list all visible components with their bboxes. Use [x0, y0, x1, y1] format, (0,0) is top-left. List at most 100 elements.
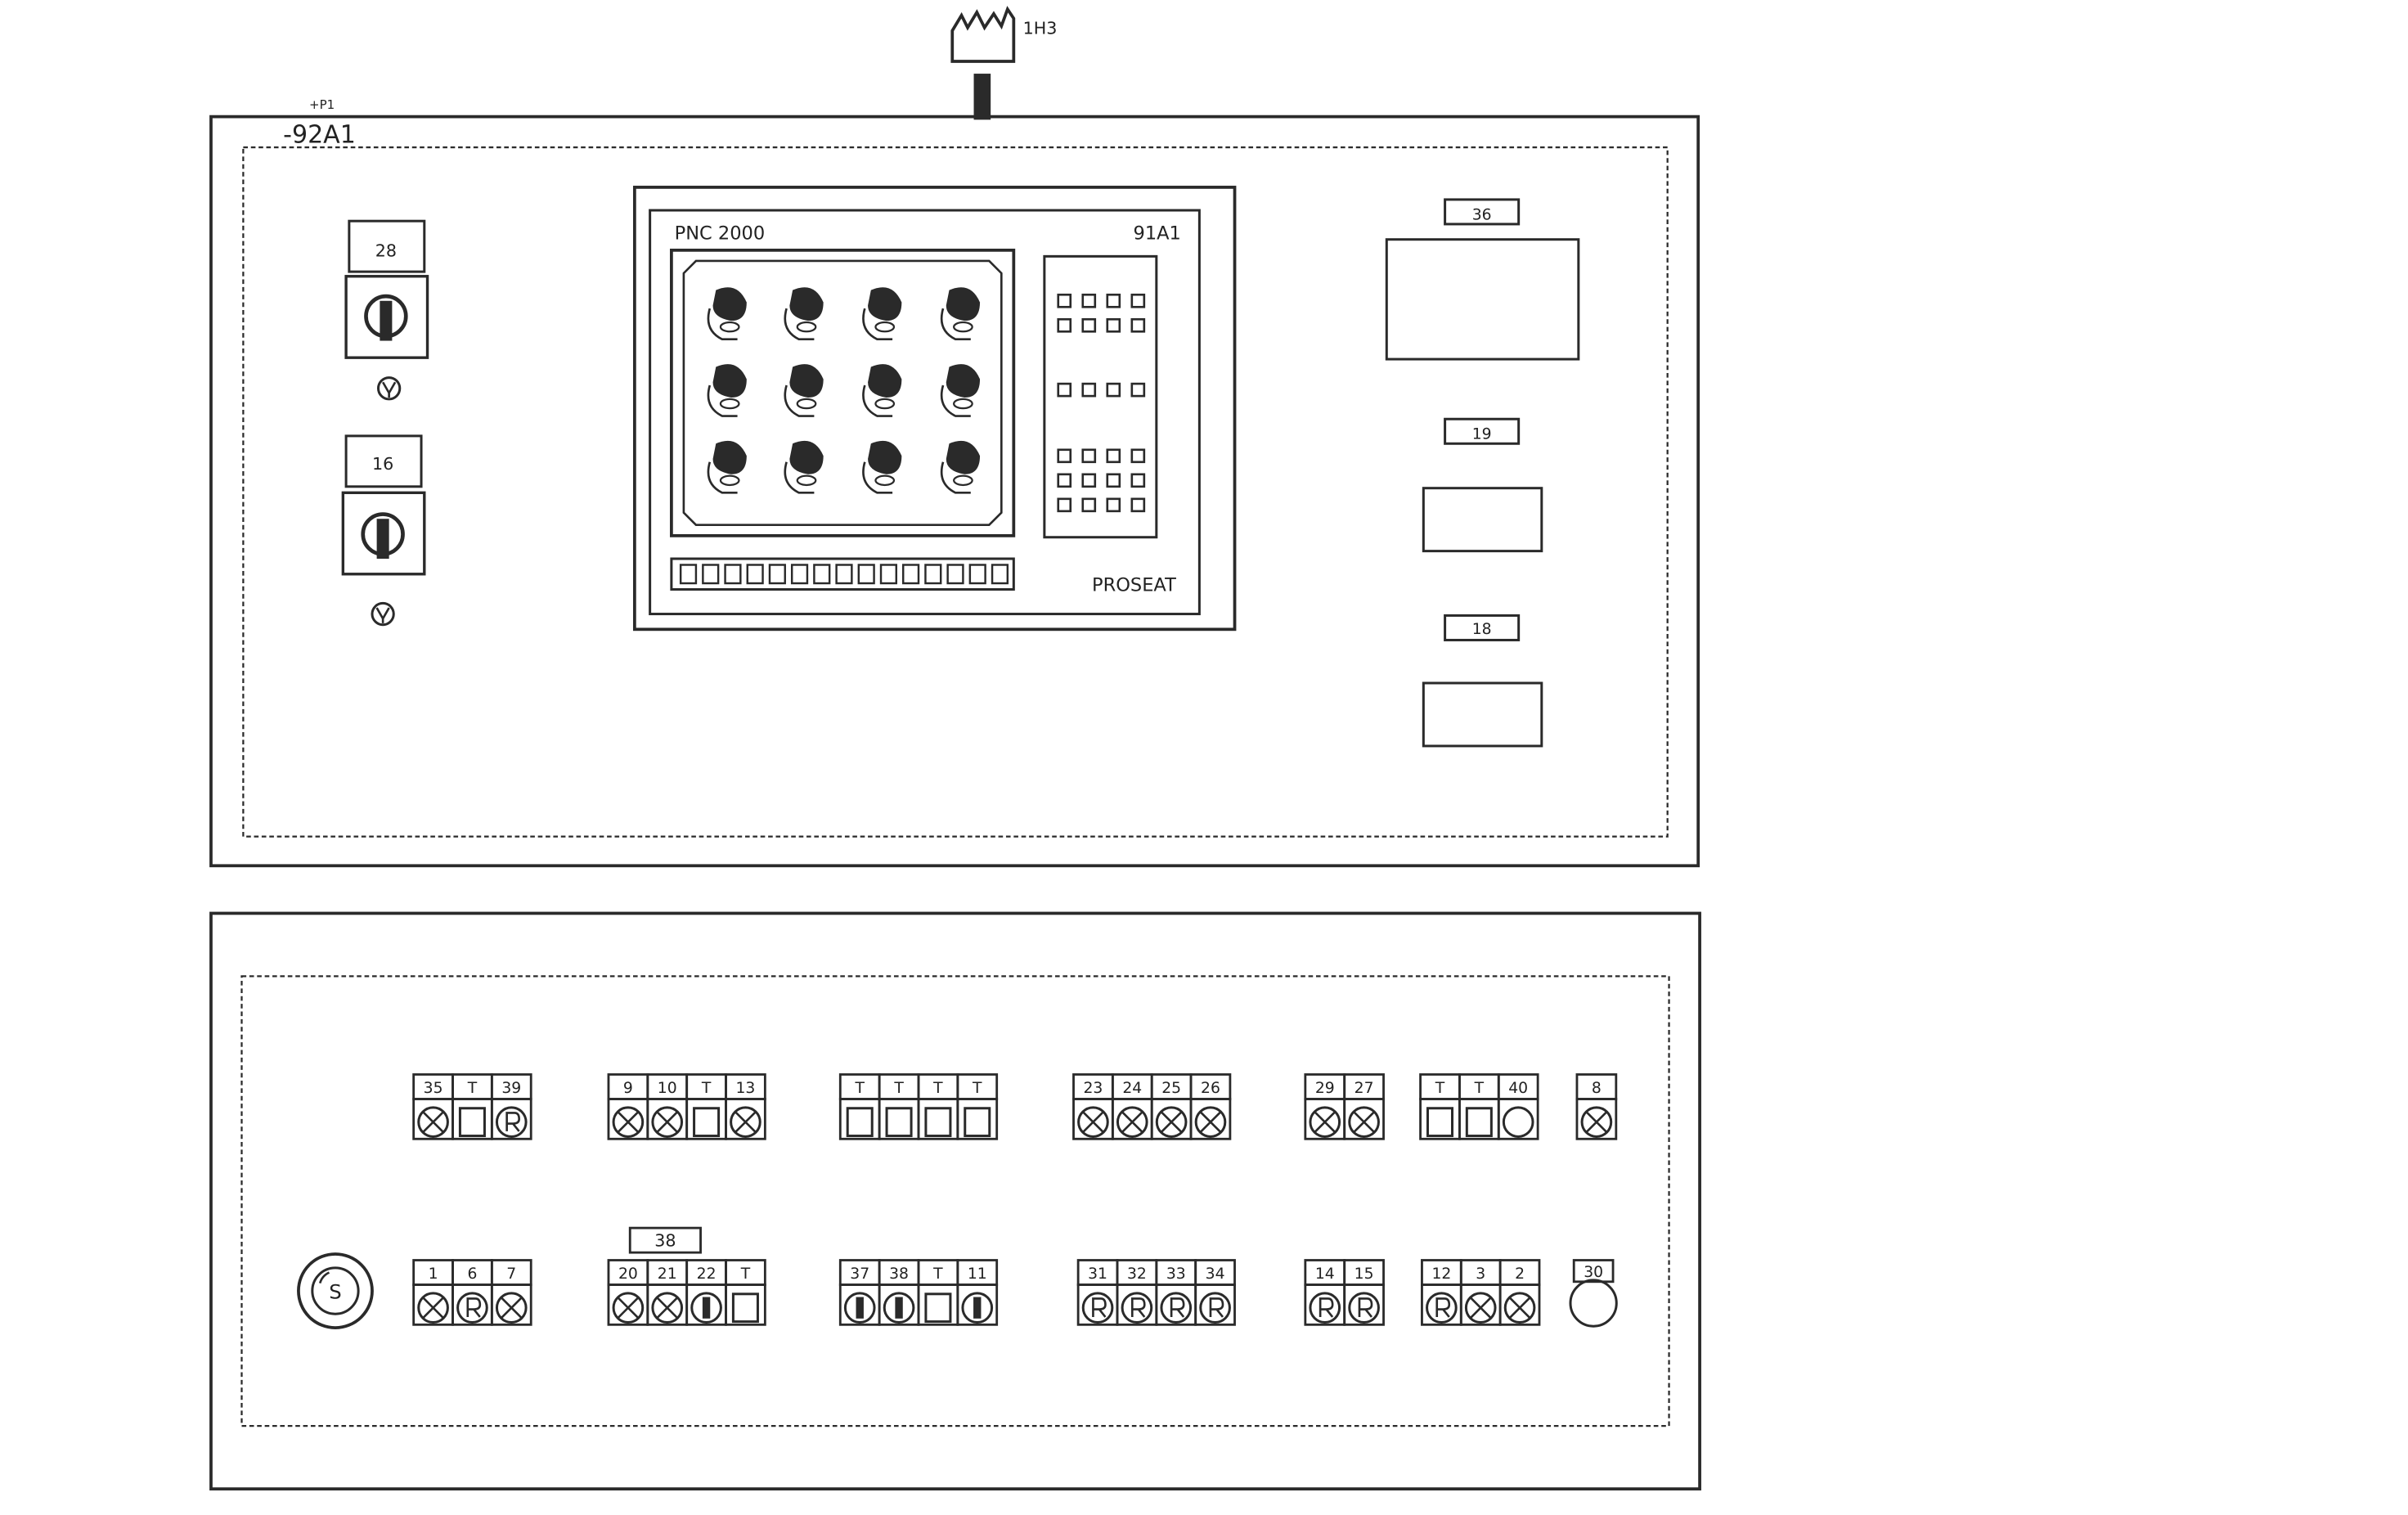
display-19: 19	[1422, 417, 1543, 553]
status-led-strip	[670, 557, 1015, 591]
control-cell-25[interactable]: 25	[1150, 1073, 1193, 1140]
lamp-symbol	[651, 1292, 684, 1324]
unit-model: PNC 2000	[675, 223, 766, 245]
keypad-key[interactable]	[1130, 473, 1146, 488]
keypad-key[interactable]	[1130, 497, 1146, 513]
lamp-symbol	[1580, 1106, 1613, 1138]
cell-label: 35	[424, 1080, 443, 1097]
key-switch-28[interactable]: 28	[344, 219, 429, 401]
control-cell-38[interactable]: 38	[878, 1259, 920, 1326]
key-switch-16[interactable]: 16	[341, 434, 426, 627]
status-led	[724, 564, 742, 585]
seat-symbol-icon	[784, 287, 824, 340]
status-led	[968, 564, 986, 585]
keypad-key[interactable]	[1057, 497, 1072, 513]
r-symbol	[1121, 1292, 1153, 1324]
control-cell-2[interactable]: 2	[1498, 1259, 1541, 1326]
control-cell-T[interactable]: T	[838, 1073, 881, 1140]
keypad-key[interactable]	[1106, 382, 1121, 398]
keypad-key[interactable]	[1106, 293, 1121, 308]
control-cell-20[interactable]: 20	[607, 1259, 649, 1326]
keypad-key[interactable]	[1057, 317, 1072, 333]
keypad-key[interactable]	[1130, 382, 1146, 398]
keypad-key[interactable]	[1106, 497, 1121, 513]
control-cell-3[interactable]: 3	[1459, 1259, 1502, 1326]
control-cell-T[interactable]: T	[452, 1073, 493, 1140]
keypad-key[interactable]	[1057, 473, 1072, 488]
keypad-key[interactable]	[1057, 382, 1072, 398]
group-top-label-text: 38	[654, 1231, 676, 1251]
emergency-stop-label: S	[329, 1279, 341, 1303]
control-cell-15[interactable]: 15	[1343, 1259, 1385, 1326]
keypad-key[interactable]	[1130, 448, 1146, 464]
control-cell-37[interactable]: 37	[838, 1259, 881, 1326]
seat-symbol-icon	[707, 287, 747, 340]
control-cell-7[interactable]: 7	[490, 1259, 532, 1326]
seat-symbol-icon	[784, 364, 824, 417]
keypad-key[interactable]	[1081, 382, 1097, 398]
control-cell-T[interactable]: T	[878, 1073, 920, 1140]
control-cell-10[interactable]: 10	[646, 1073, 689, 1140]
keypad-key[interactable]	[1106, 448, 1121, 464]
keypad-key[interactable]	[1057, 293, 1072, 308]
control-cell-T[interactable]: T	[956, 1073, 999, 1140]
status-led	[991, 564, 1009, 585]
control-cell-T[interactable]: T	[1458, 1073, 1500, 1140]
control-cell-T[interactable]: T	[917, 1259, 959, 1326]
control-cell-34[interactable]: 34	[1194, 1259, 1236, 1326]
control-cell-T[interactable]: T	[1419, 1073, 1461, 1140]
control-cell-35[interactable]: 35	[412, 1073, 454, 1140]
status-led	[768, 564, 786, 585]
control-cell-33[interactable]: 33	[1155, 1259, 1197, 1326]
cell-label: T	[467, 1080, 478, 1097]
keypad-key[interactable]	[1081, 293, 1097, 308]
keypad-key[interactable]	[1130, 293, 1146, 308]
control-cell-11[interactable]: 11	[956, 1259, 999, 1326]
keypad-key[interactable]	[1081, 317, 1097, 333]
control-cell-1[interactable]: 1	[412, 1259, 454, 1326]
button-symbol	[1465, 1107, 1493, 1138]
r-symbol	[456, 1292, 488, 1324]
control-cell-14[interactable]: 14	[1304, 1259, 1346, 1326]
circle-symbol	[1502, 1106, 1534, 1138]
control-cell-24[interactable]: 24	[1111, 1073, 1153, 1140]
control-cell-8[interactable]: 8	[1575, 1073, 1618, 1140]
control-cell-31[interactable]: 31	[1076, 1259, 1119, 1326]
cell-label: T	[701, 1080, 712, 1097]
control-cell-6[interactable]: 6	[452, 1259, 493, 1326]
control-cell-27[interactable]: 27	[1343, 1073, 1385, 1140]
group-top-label: 38	[628, 1226, 702, 1254]
cell-label: 1	[429, 1265, 438, 1283]
control-cell-29[interactable]: 29	[1304, 1073, 1346, 1140]
control-cell-39[interactable]: 39	[490, 1073, 532, 1140]
control-cell-21[interactable]: 21	[646, 1259, 689, 1326]
control-cell-40[interactable]: 40	[1497, 1073, 1539, 1140]
keypad-key[interactable]	[1106, 317, 1121, 333]
location-label: +P1	[309, 97, 335, 112]
display-36: 36	[1385, 198, 1580, 361]
keypad-key[interactable]	[1081, 473, 1097, 488]
control-cell-26[interactable]: 26	[1189, 1073, 1232, 1140]
control-cell-T[interactable]: T	[725, 1259, 766, 1326]
keypad-key[interactable]	[1081, 497, 1097, 513]
emergency-stop-button[interactable]: S	[297, 1252, 374, 1329]
control-cell-22[interactable]: 22	[685, 1259, 727, 1326]
control-cell-12[interactable]: 12	[1421, 1259, 1462, 1326]
control-cell-30[interactable]: 30	[1569, 1259, 1618, 1328]
switch-label: 16	[372, 454, 393, 474]
control-cell-T[interactable]: T	[685, 1073, 727, 1140]
seat-symbol-icon	[940, 287, 981, 340]
keypad-key[interactable]	[1106, 473, 1121, 488]
keypad-key[interactable]	[1130, 317, 1146, 333]
keypad-key[interactable]	[1057, 448, 1072, 464]
control-cell-32[interactable]: 32	[1116, 1259, 1158, 1326]
keypad-key[interactable]	[1081, 448, 1097, 464]
control-cell-23[interactable]: 23	[1072, 1073, 1114, 1140]
control-cell-13[interactable]: 13	[725, 1073, 766, 1140]
control-cell-T[interactable]: T	[917, 1073, 959, 1140]
seat-symbol-icon	[784, 440, 824, 494]
control-cell-9[interactable]: 9	[607, 1073, 649, 1140]
